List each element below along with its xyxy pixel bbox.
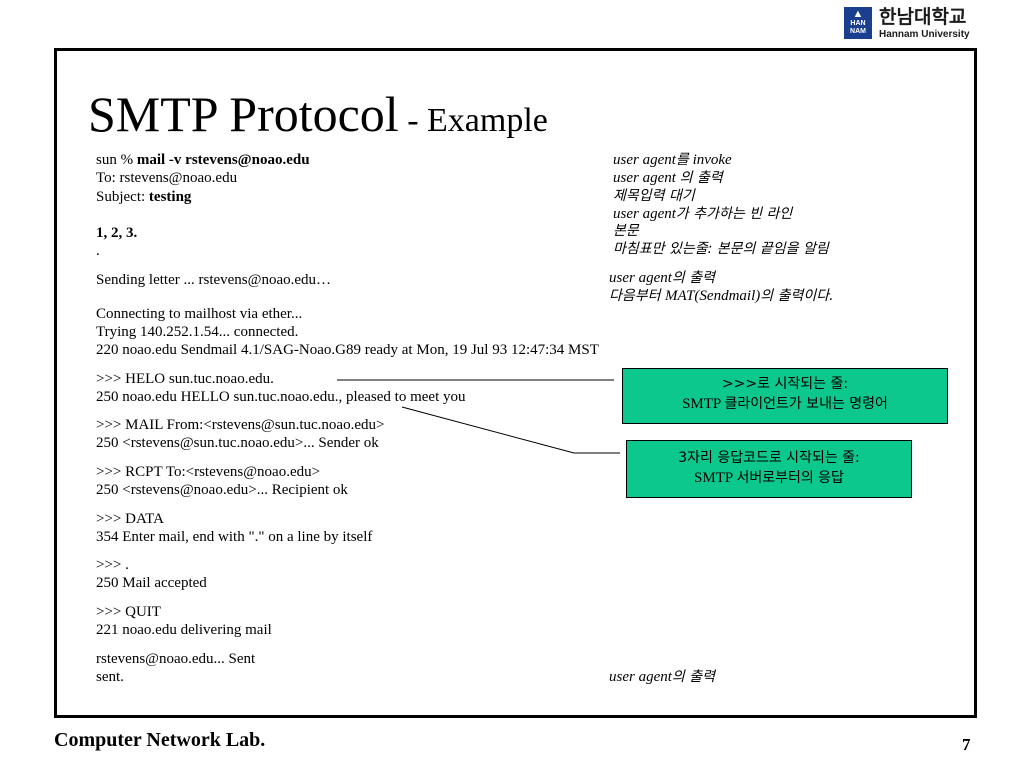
annotation-text: 제목입력 대기 <box>613 188 695 204</box>
session-line-250-sender: 250 <rstevens@sun.tuc.noao.edu>... Sende… <box>96 435 379 451</box>
session-line-221: 221 noao.edu delivering mail <box>96 622 272 638</box>
callout-client-commands: >>>로 시작되는 줄: SMTP 클라이언트가 보내는 명령어 <box>622 368 948 424</box>
hannam-university-logo: ▲HAN NAM 한남대학교 Hannam University <box>844 6 979 42</box>
annotation-body: 본문 <box>613 223 639 240</box>
annotation-end-of-body: 마침표만 있는줄: 본문의 끝임을 알림 <box>613 241 829 258</box>
session-line-1: sun % mail -v rstevens@noao.edu <box>96 152 310 169</box>
annotation-text: user agent <box>613 170 680 186</box>
session-line-quit: >>> QUIT <box>96 604 161 620</box>
callout-line: 3자리 응답코드로 시작되는 줄: <box>627 448 911 468</box>
callout-line: SMTP 클라이언트가 보내는 명령어 <box>623 394 947 414</box>
callout-server-responses: 3자리 응답코드로 시작되는 줄: SMTP 서버로부터의 응답 <box>626 440 912 498</box>
annotation-text: user agent <box>613 206 676 222</box>
annotation-text: 다음부터 <box>609 288 665 304</box>
annotation-text: user agent <box>613 152 676 168</box>
annotation-text: user agent <box>609 270 672 286</box>
session-line-data: >>> DATA <box>96 511 164 527</box>
callout-line: SMTP 서버로부터의 응답 <box>627 468 911 488</box>
subject-value: testing <box>148 189 192 205</box>
annotation-ua-output: user agent 의 출력 <box>613 170 723 187</box>
session-line-220: 220 noao.edu Sendmail 4.1/SAG-Noao.G89 r… <box>96 342 599 358</box>
session-line-connecting: Connecting to mailhost via ether... <box>96 306 303 322</box>
annotation-ua-output-2: user agent의 출력 <box>609 270 715 287</box>
university-emblem-icon: ▲HAN NAM <box>844 7 872 39</box>
annotation-text: 를 <box>675 152 689 168</box>
callout-text: 서버로부터의 응답 <box>736 470 844 486</box>
annotation-text: invoke <box>688 152 732 168</box>
session-line-helo: >>> HELO sun.tuc.noao.edu. <box>96 371 274 387</box>
callout-text: 클라이언트가 보내는 명령어 <box>724 396 888 412</box>
session-line-3: Subject: testing <box>96 189 191 206</box>
session-line-dot: . <box>96 243 100 259</box>
shell-prompt: sun % <box>96 152 137 168</box>
mail-command: mail -v rstevens@noao.edu <box>136 152 310 168</box>
annotation-text: 의 출력이다. <box>760 288 834 304</box>
session-line-250-accepted: 250 Mail accepted <box>96 575 207 591</box>
logo-korean-name: 한남대학교 <box>879 6 967 28</box>
annotation-text: 본문 <box>613 223 639 239</box>
session-line-250-hello: 250 noao.edu HELLO sun.tuc.noao.edu., pl… <box>96 389 466 405</box>
session-line-body: 1, 2, 3. <box>96 225 138 241</box>
slide-title: SMTP Protocol - Example <box>88 86 548 149</box>
subject-label: Subject: <box>96 189 149 205</box>
title-main: SMTP Protocol <box>88 86 399 142</box>
callout-line: >>>로 시작되는 줄: <box>623 374 947 394</box>
session-line-rcpt-to: >>> RCPT To:<rstevens@noao.edu> <box>96 464 321 480</box>
session-line-sent-status: rstevens@noao.edu... Sent <box>96 651 256 667</box>
session-line-sent: sent. <box>96 669 124 685</box>
annotation-subject-wait: 제목입력 대기 <box>613 188 695 205</box>
annotation-mta-output: 다음부터 MAT(Sendmail)의 출력이다. <box>609 288 834 305</box>
session-line-250-recipient: 250 <rstevens@noao.edu>... Recipient ok <box>96 482 348 498</box>
page-number: 7 <box>962 735 971 754</box>
session-line-sending: Sending letter ... rstevens@noao.edu… <box>96 272 332 288</box>
session-line-2: To: rstevens@noao.edu <box>96 170 238 186</box>
session-line-354: 354 Enter mail, end with "." on a line b… <box>96 529 373 545</box>
callout-text: >>>로 시작되는 줄: <box>721 376 849 392</box>
footer-lab-name: Computer Network Lab. <box>54 729 266 751</box>
slide-frame <box>54 48 977 718</box>
callout-text: 3자리 응답코드로 시작되는 줄: <box>678 450 860 466</box>
callout-text: SMTP <box>694 470 737 486</box>
logo-english-name: Hannam University <box>879 29 970 40</box>
session-line-trying: Trying 140.252.1.54... connected. <box>96 324 299 340</box>
annotation-text: user agent <box>609 669 672 685</box>
annotation-text: 의 출력 <box>671 270 716 286</box>
session-line-dot-cmd: >>> . <box>96 557 129 573</box>
annotation-text: 가 추가하는 빈 라인 <box>675 206 793 222</box>
annotation-invoke: user agent를 invoke <box>613 152 732 169</box>
title-sub: - Example <box>398 102 548 139</box>
annotation-text: 마침표만 있는줄: 본문의 끝임을 알림 <box>613 241 829 257</box>
annotation-ua-output-3: user agent의 출력 <box>609 669 715 686</box>
annotation-text: 의 출력 <box>679 170 723 186</box>
annotation-text: MAT(Sendmail) <box>664 288 761 304</box>
callout-text: SMTP <box>682 396 725 412</box>
annotation-blank-line: user agent가 추가하는 빈 라인 <box>613 206 792 223</box>
session-line-mail-from: >>> MAIL From:<rstevens@sun.tuc.noao.edu… <box>96 417 385 433</box>
annotation-text: 의 출력 <box>671 669 716 685</box>
emblem-text: HAN NAM <box>850 20 866 35</box>
